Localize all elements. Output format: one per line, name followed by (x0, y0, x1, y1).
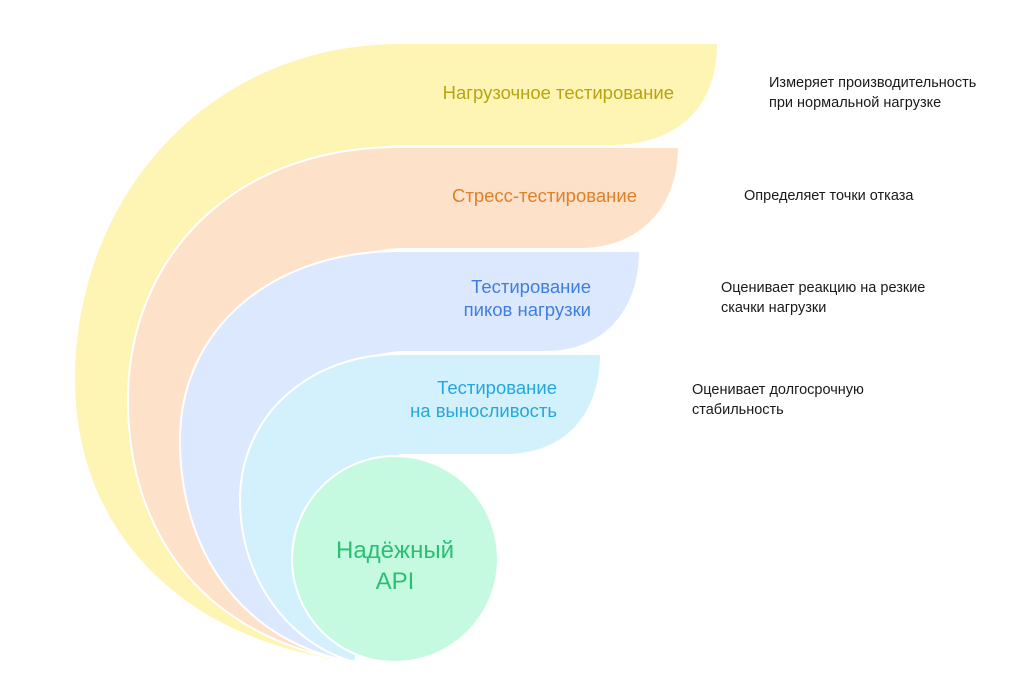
description-line: Оценивает реакцию на резкие (721, 280, 926, 296)
core-label: Надёжный API (295, 535, 495, 597)
layer-label-peak-testing: Тестирование пиков нагрузки (464, 275, 591, 321)
description-line: скачки нагрузки (721, 300, 827, 316)
layer-label-load-testing: Нагрузочное тестирование (443, 81, 674, 104)
description-line: стабильность (692, 402, 784, 418)
description-line: при нормальной нагрузке (769, 95, 942, 111)
core-label-line: API (375, 568, 415, 595)
core-circle (291, 455, 499, 663)
layer-label-line: Нагрузочное тестирование (442, 82, 674, 103)
layer-label-line: пиков нагрузки (463, 299, 591, 320)
description-load-testing: Измеряет производительность при нормальн… (769, 73, 976, 113)
description-peak-testing: Оценивает реакцию на резкие скачки нагру… (721, 278, 925, 318)
description-line: Оценивает долгосрочную (692, 382, 864, 398)
description-endurance-testing: Оценивает долгосрочную стабильность (692, 380, 864, 420)
layer-label-line: на выносливость (410, 400, 557, 421)
description-line: Измеряет производительность (769, 75, 977, 91)
description-line: Определяет точки отказа (744, 188, 914, 204)
layer-label-line: Стресс-тестирование (451, 185, 637, 206)
layer-label-endurance-testing: Тестирование на выносливость (410, 376, 557, 422)
core-label-line: Надёжный (336, 537, 454, 564)
layer-label-line: Тестирование (471, 276, 591, 297)
layer-label-stress-testing: Стресс-тестирование (452, 184, 637, 207)
layer-label-line: Тестирование (437, 377, 557, 398)
description-stress-testing: Определяет точки отказа (744, 186, 913, 206)
